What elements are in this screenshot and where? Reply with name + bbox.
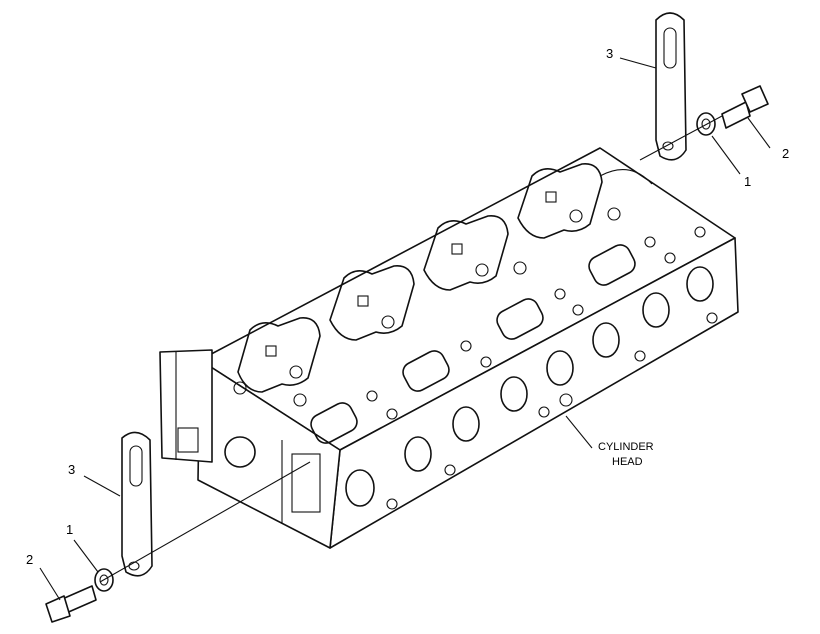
callout-bracket-bottom: 3 xyxy=(68,462,75,477)
cylinder-head-label-line1: CYLINDER xyxy=(598,441,654,453)
lifting-bracket-top xyxy=(655,12,687,161)
callout-washer-bottom: 1 xyxy=(66,522,73,537)
bolt-top xyxy=(721,85,769,129)
bolt-axis-top xyxy=(639,115,723,161)
callout-washer-top: 1 xyxy=(744,174,751,189)
cylinder-head xyxy=(159,147,739,549)
callout-bracket-top: 3 xyxy=(606,46,613,61)
deck-ports xyxy=(310,244,636,444)
lifting-bracket-bottom xyxy=(121,431,153,577)
cylinder-head-label-line2: HEAD xyxy=(612,456,643,468)
callout-bolt-top: 2 xyxy=(782,146,789,161)
leader-lines xyxy=(39,57,771,601)
bolt-axis-bottom xyxy=(99,461,311,583)
side-ports xyxy=(345,266,718,510)
callout-bolt-bottom: 2 xyxy=(26,552,33,567)
bolt-bottom xyxy=(45,585,97,623)
deck-bolt-holes xyxy=(233,207,706,420)
rocker-assemblies xyxy=(237,163,653,393)
